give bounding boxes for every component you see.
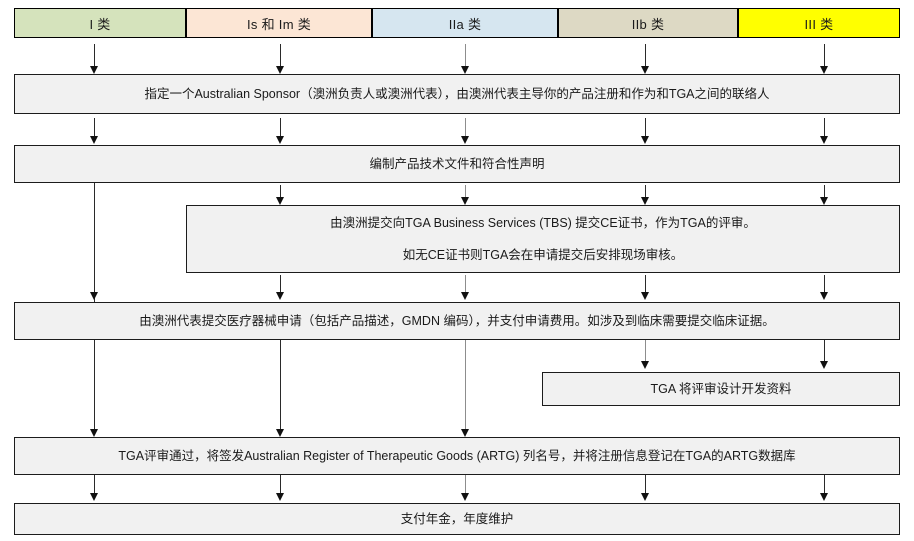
connector-col2-bypass-design xyxy=(280,340,281,434)
arrowhead-col4-seg7 xyxy=(641,493,649,501)
connector-col4-seg1 xyxy=(645,44,646,68)
arrowhead-col5-seg4 xyxy=(820,292,828,300)
connector-col4-seg5 xyxy=(645,340,646,364)
connector-col2-seg3 xyxy=(280,185,281,199)
connector-col5-seg4 xyxy=(824,275,825,294)
class-header-cell-5: III 类 xyxy=(738,8,900,38)
connector-col3-seg3 xyxy=(465,185,466,199)
arrowhead-col3-seg1 xyxy=(461,66,469,74)
class-header-label: Is 和 Im 类 xyxy=(246,16,312,32)
connector-col1-bypass-ce xyxy=(94,183,95,302)
arrowhead-col5-seg1 xyxy=(820,66,828,74)
arrowhead-col1-seg4 xyxy=(90,292,98,300)
arrowhead-col1-seg1 xyxy=(90,66,98,74)
arrowhead-col5-seg3 xyxy=(820,197,828,205)
arrowhead-col3-seg7 xyxy=(461,493,469,501)
connector-col5-seg3 xyxy=(824,185,825,199)
step-box-artg-listing: TGA评审通过，将签发Australian Register of Therap… xyxy=(14,437,900,475)
arrowhead-col1-seg6 xyxy=(90,429,98,437)
connector-col5-seg1 xyxy=(824,44,825,68)
arrowhead-col3-seg4 xyxy=(461,292,469,300)
connector-col5-seg5 xyxy=(824,340,825,364)
connector-col3-seg4 xyxy=(465,275,466,294)
class-header-cell-1: I 类 xyxy=(14,8,186,38)
class-header-label: IIa 类 xyxy=(448,16,482,32)
step-text: TGA评审通过，将签发Australian Register of Therap… xyxy=(118,448,796,463)
connector-col4-seg3 xyxy=(645,185,646,199)
connector-col1-seg1 xyxy=(94,44,95,68)
connector-col2-seg7 xyxy=(280,475,281,495)
arrowhead-col4-seg5 xyxy=(641,361,649,369)
connector-col3-seg2 xyxy=(465,118,466,138)
step-text: 由澳洲提交向TGA Business Services (TBS) 提交CE证书… xyxy=(330,215,756,230)
class-header-label: IIb 类 xyxy=(631,16,665,32)
class-header-cell-4: IIb 类 xyxy=(558,8,738,38)
arrowhead-col2-seg4 xyxy=(276,292,284,300)
step-text: 编制产品技术文件和符合性声明 xyxy=(369,156,545,171)
class-header-label: III 类 xyxy=(804,16,834,32)
step-box-sponsor: 指定一个Australian Sponsor（澳洲负责人或澳洲代表），由澳洲代表… xyxy=(14,74,900,114)
arrowhead-col4-seg2 xyxy=(641,136,649,144)
step-box-technical-file: 编制产品技术文件和符合性声明 xyxy=(14,145,900,183)
step-box-device-application: 由澳洲代表提交医疗器械申请（包括产品描述，GMDN 编码），并支付申请费用。如涉… xyxy=(14,302,900,340)
arrowhead-col4-seg1 xyxy=(641,66,649,74)
step-box-ce-certificate: 由澳洲提交向TGA Business Services (TBS) 提交CE证书… xyxy=(186,205,900,273)
arrowhead-col2-seg3 xyxy=(276,197,284,205)
connector-col4-seg7 xyxy=(645,475,646,495)
connector-col2-seg1 xyxy=(280,44,281,68)
connector-col2-seg2 xyxy=(280,118,281,138)
connector-col4-seg4 xyxy=(645,275,646,294)
arrowhead-col3-seg2 xyxy=(461,136,469,144)
arrowhead-col5-seg2 xyxy=(820,136,828,144)
connector-col1-seg2 xyxy=(94,118,95,138)
arrowhead-col3-seg6 xyxy=(461,429,469,437)
arrowhead-col1-seg7 xyxy=(90,493,98,501)
arrowhead-col2-seg6 xyxy=(276,429,284,437)
class-header-cell-2: Is 和 Im 类 xyxy=(186,8,372,38)
arrowhead-col3-seg3 xyxy=(461,197,469,205)
arrowhead-col2-seg7 xyxy=(276,493,284,501)
arrowhead-col4-seg4 xyxy=(641,292,649,300)
step-text: 支付年金，年度维护 xyxy=(400,511,514,526)
connector-col1-seg7 xyxy=(94,475,95,495)
connector-col4-seg2 xyxy=(645,118,646,138)
connector-col3-bypass-design xyxy=(465,340,466,434)
connector-col1-bypass-design xyxy=(94,340,95,434)
arrowhead-col5-seg7 xyxy=(820,493,828,501)
arrowhead-col5-seg5 xyxy=(820,361,828,369)
step-text: 指定一个Australian Sponsor（澳洲负责人或澳洲代表），由澳洲代表… xyxy=(144,86,770,101)
step-text: TGA 将评审设计开发资料 xyxy=(650,381,792,396)
class-header-label: I 类 xyxy=(89,16,111,32)
connector-col2-seg4 xyxy=(280,275,281,294)
connector-col5-seg7 xyxy=(824,475,825,495)
connector-col3-seg1 xyxy=(465,44,466,68)
connector-col5-seg2 xyxy=(824,118,825,138)
step-box-annual-fee: 支付年金，年度维护 xyxy=(14,503,900,535)
arrowhead-col2-seg1 xyxy=(276,66,284,74)
step-box-design-review: TGA 将评审设计开发资料 xyxy=(542,372,900,406)
class-header-cell-3: IIa 类 xyxy=(372,8,558,38)
step-text: 如无CE证书则TGA会在申请提交后安排现场审核。 xyxy=(402,248,684,262)
step-text: 由澳洲代表提交医疗器械申请（包括产品描述，GMDN 编码），并支付申请费用。如涉… xyxy=(139,313,775,328)
arrowhead-col4-seg3 xyxy=(641,197,649,205)
arrowhead-col2-seg2 xyxy=(276,136,284,144)
arrowhead-col1-seg2 xyxy=(90,136,98,144)
connector-col3-seg7 xyxy=(465,475,466,495)
